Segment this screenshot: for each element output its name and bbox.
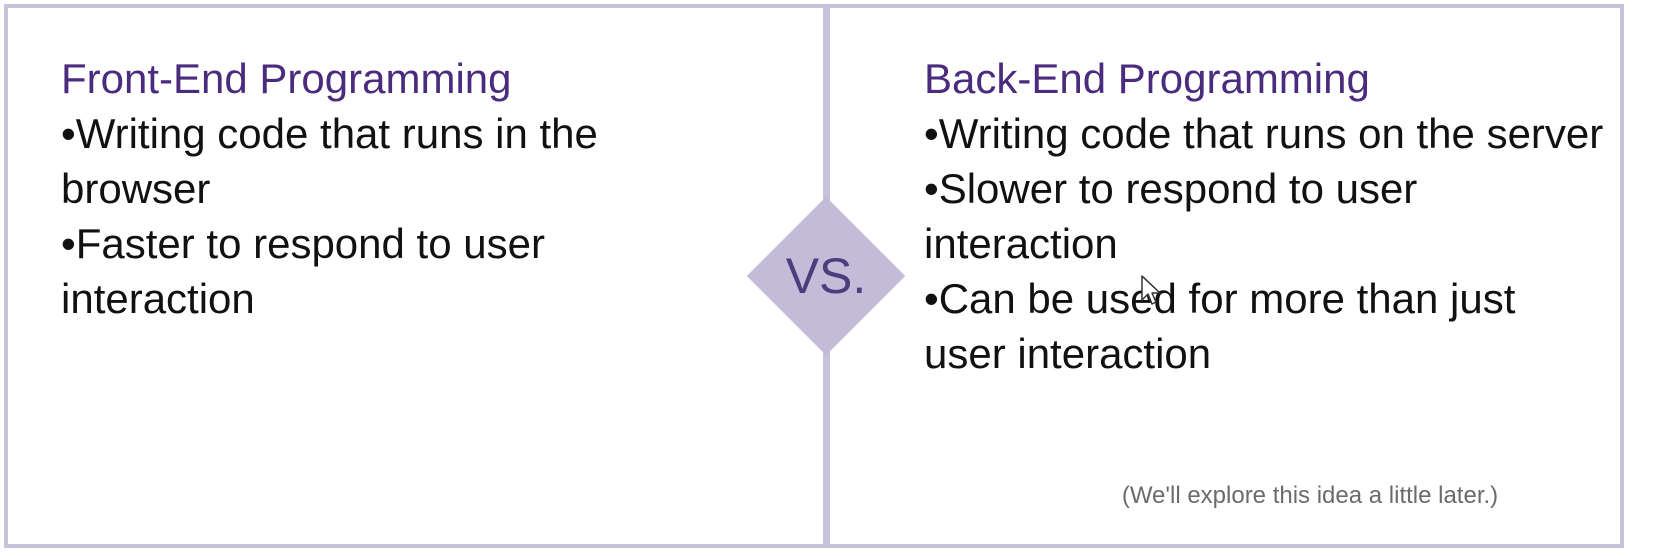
back-end-column: Back-End Programming •Writing code that …	[924, 52, 1604, 381]
front-end-bullet-1: •Writing code that runs in the browser	[61, 110, 598, 212]
back-end-bullet-3: •Can be used for more than just user int…	[924, 275, 1516, 377]
mouse-pointer-icon	[1141, 275, 1161, 305]
front-end-column: Front-End Programming •Writing code that…	[61, 52, 701, 326]
back-end-bullets: •Writing code that runs on the server •S…	[924, 106, 1604, 381]
front-end-bullet-2: •Faster to respond to user interaction	[61, 220, 545, 322]
back-end-title: Back-End Programming	[924, 55, 1370, 102]
footnote: (We'll explore this idea a little later.…	[1121, 482, 1499, 509]
back-end-bullet-1: •Writing code that runs on the server	[924, 110, 1604, 157]
back-end-bullet-2: •Slower to respond to user interaction	[924, 165, 1418, 267]
front-end-bullets: •Writing code that runs in the browser •…	[61, 106, 701, 326]
front-end-title: Front-End Programming	[61, 55, 512, 102]
vs-label: VS.	[785, 248, 867, 304]
